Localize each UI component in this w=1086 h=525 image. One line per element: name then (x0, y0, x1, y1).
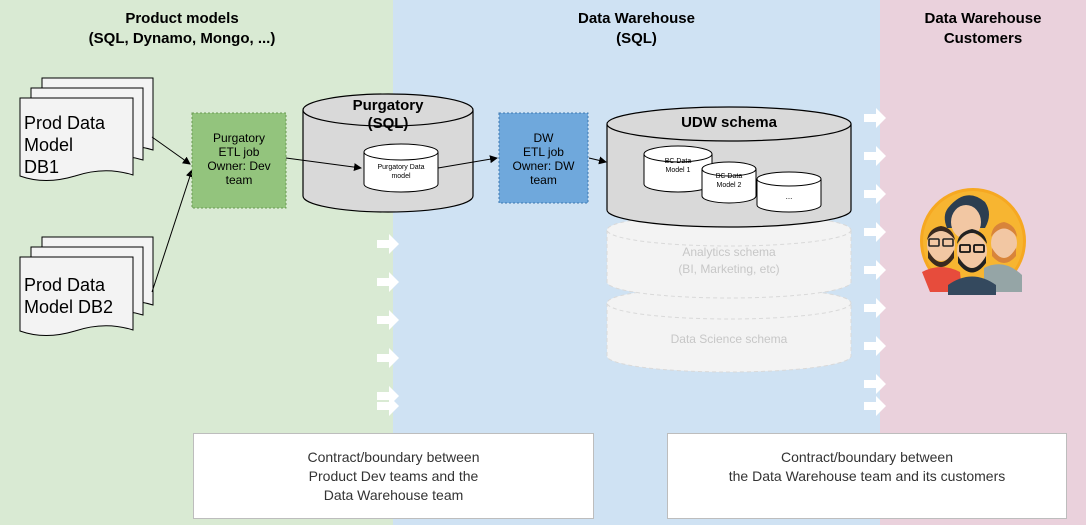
udw-schema-title: UDW schema (681, 114, 777, 131)
purgatory-database (302, 93, 474, 213)
customers-team-avatar-icon (920, 188, 1026, 295)
analytics-schema-label: Analytics schema (BI, Marketing, etc) (678, 245, 780, 276)
prod-db1-document-stack (19, 77, 154, 181)
prod-db2-label: Prod Data Model DB2 (24, 275, 114, 317)
purgatory-data-model-label: Purgatory Data model (377, 164, 425, 180)
product-models-title: Product models (SQL, Dynamo, Mongo, ...) (88, 10, 276, 47)
purgatory-etl-job-box (191, 112, 287, 209)
dw-etl-job-label: DW ETL job Owner: DW team (512, 131, 575, 187)
customers-title: Data Warehouse Customers (924, 10, 1042, 47)
customer-boundary-arrows (864, 108, 886, 416)
purgatory-etl-job-label: Purgatory ETL job Owner: Dev team (207, 131, 271, 187)
customer-contract-box: Contract/boundary between the Data Wareh… (667, 433, 1067, 519)
udw-schema-database (606, 106, 852, 228)
dev-contract-box: Contract/boundary between Product Dev te… (193, 433, 594, 519)
purgatory-db-title: Purgatory (SQL) (352, 97, 424, 132)
data-warehouse-title: Data Warehouse (SQL) (578, 10, 695, 47)
bc-data-model-1-label: BC Data Model 1 (664, 158, 692, 174)
data-science-schema-label: Data Science schema (670, 332, 788, 346)
bc-data-model-2-label: BC Data Model 2 (715, 173, 743, 189)
prod-db1-label: Prod Data Model DB1 (24, 113, 106, 177)
data-science-schema-cylinder (606, 286, 852, 373)
prod-db2-document-stack (19, 236, 154, 336)
dw-etl-job-box (498, 112, 589, 204)
dev-boundary-arrows (377, 234, 399, 416)
more-models-label: ... (785, 192, 793, 201)
